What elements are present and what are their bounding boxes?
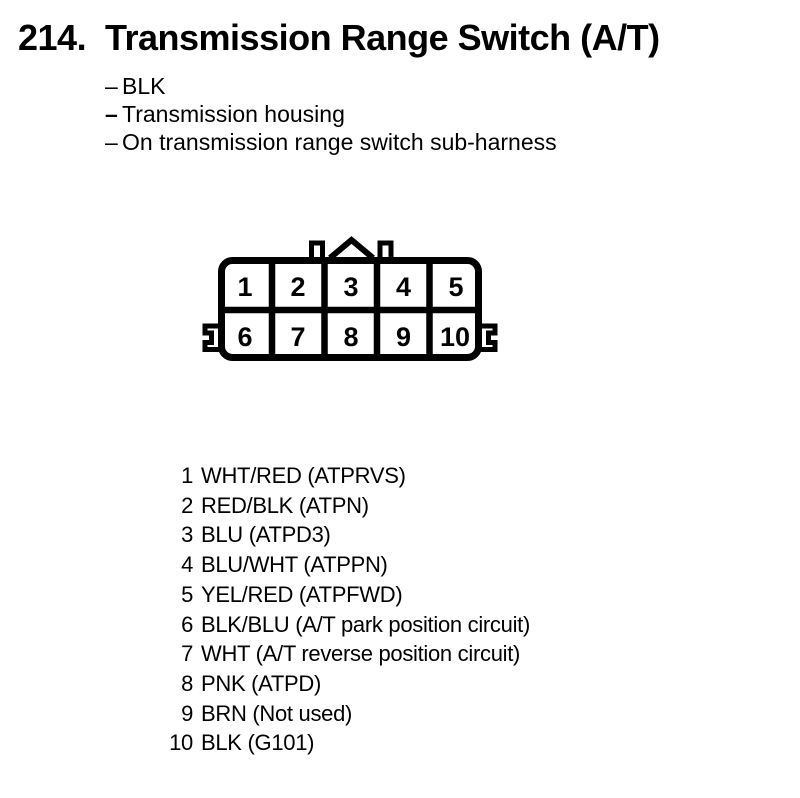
bullet-dash: –: [105, 73, 118, 99]
connector-notes: – BLK – Transmission housing – On transm…: [105, 72, 557, 156]
pin-description: YEL/RED (ATPFWD): [201, 581, 403, 607]
pin-description: BLK/BLU (A/T park position circuit): [201, 611, 530, 637]
connector-pin-5: 5: [448, 272, 463, 302]
note-text: On transmission range switch sub-harness: [122, 129, 557, 155]
connector-latch-tab-left: [309, 240, 325, 259]
pin-row: 9 BRN (Not used): [159, 699, 530, 729]
bullet-dash: –: [105, 129, 118, 155]
pin-description: PNK (ATPD): [201, 670, 322, 696]
pin-row: 3 BLU (ATPD3): [159, 520, 530, 550]
connector-pin-2: 2: [290, 272, 305, 302]
pin-description: BLU/WHT (ATPPN): [201, 552, 388, 578]
pin-row: 2 RED/BLK (ATPN): [159, 491, 530, 521]
pin-row: 1 WHT/RED (ATPRVS): [159, 461, 530, 491]
section-title: Transmission Range Switch (A/T): [105, 17, 660, 58]
pin-row: 8 PNK (ATPD): [159, 669, 530, 699]
section-header: 214. Transmission Range Switch (A/T): [18, 17, 660, 59]
note-text: Transmission housing: [122, 101, 345, 127]
connector-pin-6: 6: [237, 322, 252, 352]
pin-row: 5 YEL/RED (ATPFWD): [159, 580, 530, 610]
pin-number: 7: [181, 641, 193, 667]
connector-pinout-diagram: 1 2 3 4 5 6 7 8 9 10: [190, 225, 510, 375]
pin-description: WHT (A/T reverse position circuit): [201, 641, 521, 667]
pin-description: BRN (Not used): [201, 700, 353, 726]
connector-pin-1: 1: [237, 272, 252, 302]
connector-latch-tab-right: [377, 240, 394, 259]
pin-legend: 1 WHT/RED (ATPRVS) 2 RED/BLK (ATPN) 3 BL…: [159, 461, 530, 758]
note-text: BLK: [122, 73, 166, 99]
pin-number: 4: [181, 552, 193, 578]
pin-description: RED/BLK (ATPN): [201, 492, 369, 518]
connector-pin-4: 4: [396, 272, 411, 302]
connector-wing-left: [202, 323, 222, 352]
pin-number: 8: [181, 670, 193, 696]
connector-diagram-svg: 1 2 3 4 5 6 7 8 9 10: [202, 236, 498, 361]
pin-number: 6: [181, 611, 193, 637]
pin-number: 3: [181, 522, 193, 548]
pin-number: 1: [181, 463, 193, 488]
pin-number: 10: [169, 730, 193, 756]
pin-description: WHT/RED (ATPRVS): [201, 463, 406, 488]
connector-latch-chevron: [328, 236, 375, 261]
pin-description: BLU (ATPD3): [201, 522, 331, 548]
pin-row: 6 BLK/BLU (A/T park position circuit): [159, 610, 530, 640]
connector-wing-right: [478, 323, 498, 352]
connector-pin-9: 9: [396, 322, 411, 352]
note-item: – On transmission range switch sub-harne…: [105, 128, 557, 156]
bullet-dash: –: [105, 101, 118, 127]
pin-number: 2: [181, 492, 193, 518]
note-item: – Transmission housing: [105, 100, 557, 128]
pin-number: 9: [181, 700, 193, 726]
pin-row: 7 WHT (A/T reverse position circuit): [159, 639, 530, 669]
connector-pin-7: 7: [290, 322, 305, 352]
pin-row: 10 BLK (G101): [159, 728, 530, 758]
connector-pin-3: 3: [343, 272, 358, 302]
pin-description: BLK (G101): [201, 730, 315, 756]
note-item: – BLK: [105, 72, 557, 100]
section-number: 214.: [18, 17, 87, 58]
pin-number: 5: [181, 581, 193, 607]
connector-pin-10: 10: [440, 322, 470, 352]
connector-pin-8: 8: [343, 322, 358, 352]
pin-row: 4 BLU/WHT (ATPPN): [159, 550, 530, 580]
